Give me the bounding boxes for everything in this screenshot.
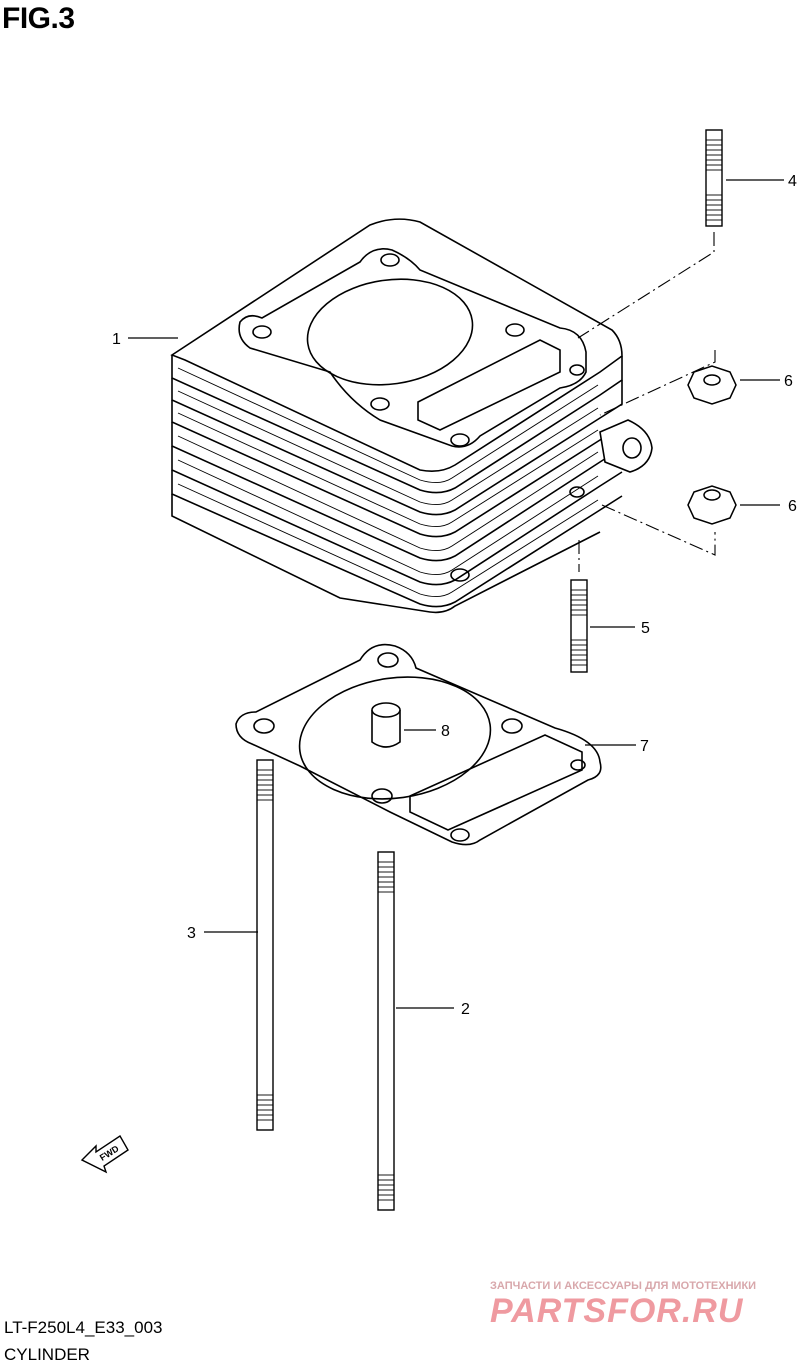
flange-nut-lower[interactable] xyxy=(687,485,737,525)
callout-8: 8 xyxy=(441,723,450,740)
stud-lower-short[interactable] xyxy=(570,579,588,673)
flange-nut-upper[interactable] xyxy=(687,365,737,405)
stud-long-right[interactable] xyxy=(377,851,395,1211)
leader-lines xyxy=(128,179,784,1009)
assembly-lines xyxy=(577,232,716,572)
callout-5: 5 xyxy=(641,620,650,637)
callout-2: 2 xyxy=(461,1001,470,1018)
callout-1: 1 xyxy=(112,331,121,348)
stud-long-left[interactable] xyxy=(256,759,274,1131)
cylinder-base-gasket[interactable] xyxy=(235,643,602,846)
callout-3: 3 xyxy=(187,925,196,942)
fig-title: FIG.3 xyxy=(2,2,75,35)
dowel-pin[interactable] xyxy=(371,702,401,748)
figure-name: CYLINDER xyxy=(4,1345,90,1364)
watermark-tagline: ЗАПЧАСТИ И АКСЕССУАРЫ ДЛЯ МОТОТЕХНИКИ xyxy=(490,1280,757,1292)
callout-7: 7 xyxy=(640,738,649,755)
callout-6b: 6 xyxy=(788,498,797,515)
cylinder-block[interactable] xyxy=(170,218,653,614)
watermark-brand: PARTSFOR.RU xyxy=(490,1292,744,1330)
stud-upper-short[interactable] xyxy=(705,129,723,227)
callout-numbers: 1 2 3 4 5 6 6 7 8 xyxy=(112,173,797,1018)
callout-6a: 6 xyxy=(784,373,793,390)
fwd-arrow-icon: FWD xyxy=(80,1135,129,1174)
callout-4: 4 xyxy=(788,173,797,190)
figure-code: LT-F250L4_E33_003 xyxy=(4,1318,163,1337)
